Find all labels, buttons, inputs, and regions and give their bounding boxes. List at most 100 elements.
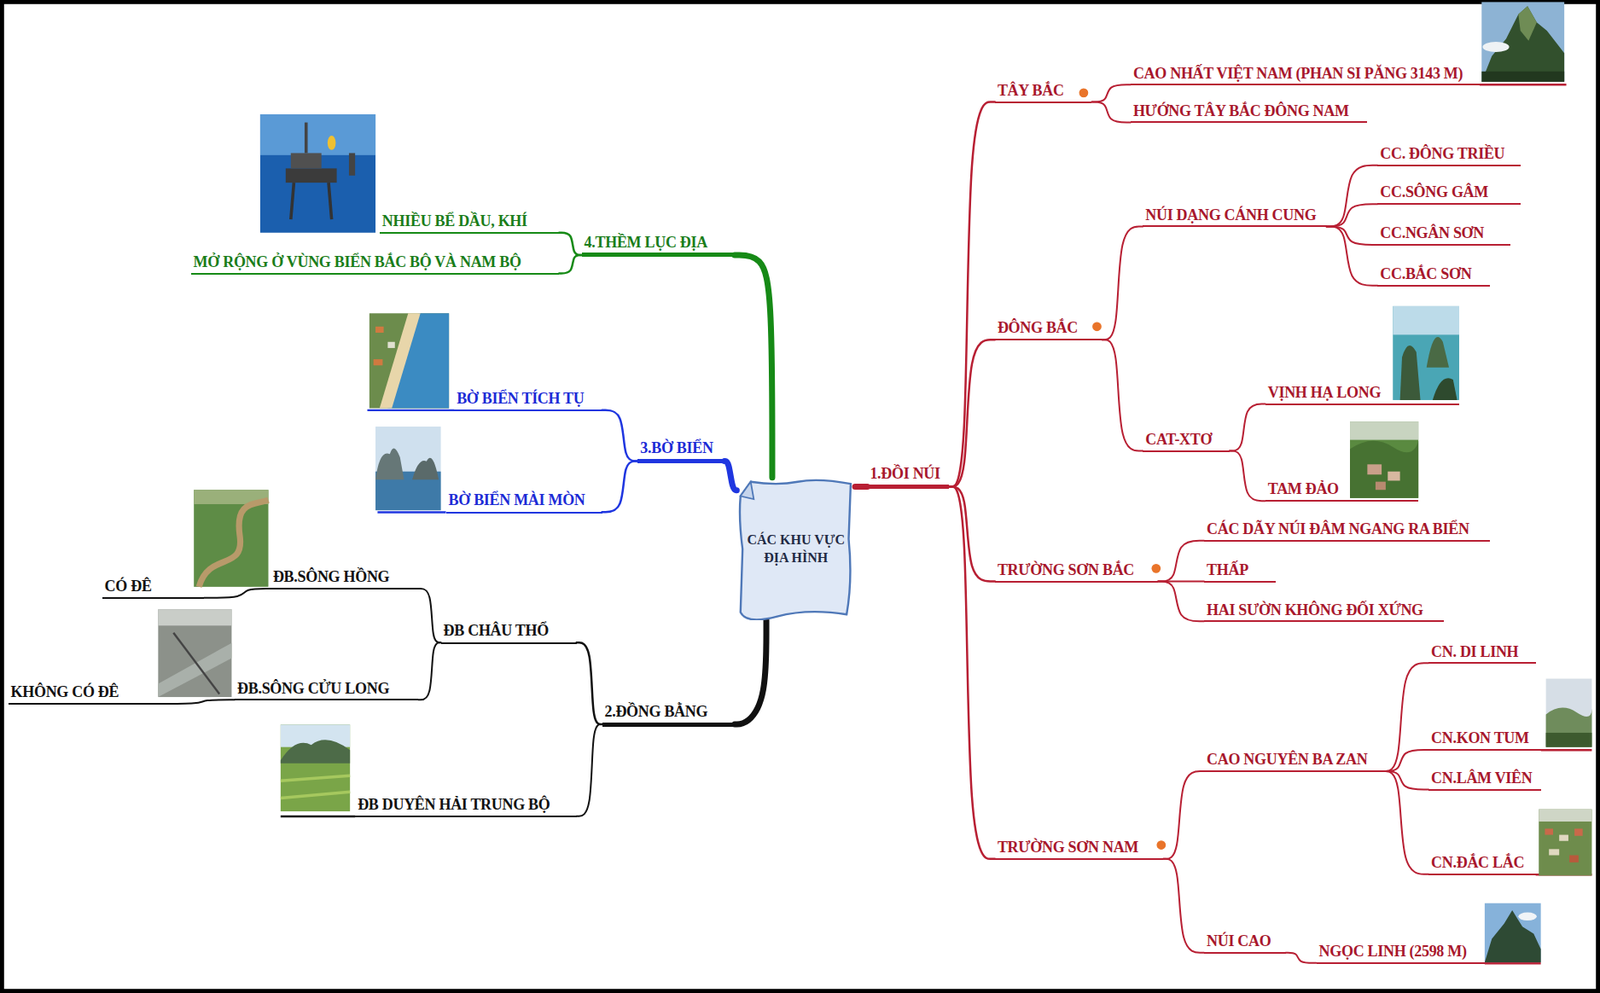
coastal-plain-photo <box>280 739 350 763</box>
topic-node: ĐB.SÔNG CỬU LONG <box>234 680 419 702</box>
topic-text: ĐB.SÔNG CỬU LONG <box>237 680 390 699</box>
topic-node: KHÔNG CÓ ĐÊ <box>8 683 154 705</box>
branch-connector <box>1101 339 1143 451</box>
topic-text: CN.KON TUM <box>1431 729 1530 748</box>
peak-photo <box>1484 903 1542 963</box>
plateau-town-photo <box>1538 809 1592 822</box>
topic-text: 2.ĐỒNG BẰNG <box>605 703 709 722</box>
topic-text: CC.NGÂN SƠN <box>1379 224 1484 243</box>
topic-text: TÂY BẮC <box>997 81 1065 100</box>
rocky-coast-photo <box>375 426 442 511</box>
topic-text: CAO NGUYÊN BA ZAN <box>1206 750 1368 769</box>
branch-connector <box>203 588 271 599</box>
topic-text: CN. DI LINH <box>1431 643 1519 662</box>
topic-node: NÚI DẠNG CÁNH CUNG <box>1142 206 1327 228</box>
topic-node: CÓ ĐÊ <box>102 577 205 600</box>
mountain-photo <box>1482 41 1509 53</box>
hill-town-photo <box>1387 471 1400 482</box>
topic-text: 1.ĐỒI NÚI <box>869 465 940 483</box>
oil-rig-photo <box>328 182 332 220</box>
topic-node: CC. ĐÔNG TRIỀU <box>1377 145 1520 167</box>
topic-node: VỊNH HẠ LONG <box>1265 384 1460 406</box>
topic-text: TRƯỜNG SƠN NAM <box>997 838 1139 857</box>
topic-text: HƯỚNG TÂY BẮC ĐÔNG NAM <box>1133 102 1350 121</box>
topic-node: CC.SÔNG GÂM <box>1377 183 1520 205</box>
bay-photo <box>1392 306 1460 401</box>
branch-marker <box>1151 563 1162 574</box>
topic-node: ĐB DUYÊN HẢI TRUNG BỘ <box>354 796 576 818</box>
topic-node: 3.BỜ BIỂN <box>637 439 725 464</box>
branch-connector <box>602 410 639 462</box>
branch-connector <box>558 255 582 274</box>
bay-photo <box>1432 378 1458 401</box>
topic-text: CC.SÔNG GÂM <box>1379 183 1489 202</box>
topic-node: CN.LÂM VIÊN <box>1428 769 1542 792</box>
branch-connector <box>1101 226 1143 340</box>
branch-connector <box>855 483 867 490</box>
oil-rig-photo <box>349 152 355 175</box>
mountain-photo <box>1518 5 1537 41</box>
topic-node: NGỌC LINH (2598 M) <box>1316 942 1485 965</box>
topic-node: CC.BẮC SƠN <box>1377 265 1490 287</box>
mountain-photo <box>1481 1 1565 82</box>
topic-text: BỜ BIỂN TÍCH TỤ <box>456 389 584 408</box>
plateau-town-photo <box>1569 855 1579 862</box>
branch-connector <box>734 255 773 478</box>
branch-connector <box>1285 953 1317 964</box>
topic-text: CN.ĐẮC LẮC <box>1431 854 1525 873</box>
topic-text: NÚI DẠNG CÁNH CUNG <box>1145 206 1316 225</box>
branch-connector <box>734 620 767 725</box>
river-city-photo <box>173 633 220 695</box>
underline-extension <box>280 84 1593 964</box>
topic-text: CAO NHẤT VIỆT NAM (PHAN SI PĂNG 3143 M) <box>1133 64 1463 83</box>
topic-node: CN.KON TUM <box>1428 729 1542 751</box>
oil-rig-photo <box>260 114 376 233</box>
bay-photo <box>1392 306 1460 335</box>
branch-connector <box>948 339 995 487</box>
topic-text: ĐB CHÂU THỔ <box>443 622 549 640</box>
branch-connector <box>1382 771 1429 791</box>
topic-node: BỜ BIỂN TÍCH TỤ <box>453 389 602 412</box>
topic-text: KHÔNG CÓ ĐÊ <box>11 683 120 702</box>
topic-text: TAM ĐẢO <box>1268 480 1339 499</box>
hill-town-photo <box>1367 464 1382 475</box>
peak-photo <box>1484 910 1542 963</box>
hill-town-photo <box>1349 421 1419 441</box>
topic-text: CAT-XTƠ <box>1145 430 1212 449</box>
coastal-plain-photo <box>280 724 350 812</box>
branch-connector <box>1326 203 1379 227</box>
branch-connector <box>418 642 441 700</box>
oil-rig-photo <box>327 135 337 151</box>
topic-node: CAT-XTƠ <box>1142 430 1230 453</box>
branch-connector <box>1326 165 1379 227</box>
branch-connector <box>1326 226 1379 286</box>
hill-town-photo <box>1349 421 1419 499</box>
underline-extension <box>366 409 454 412</box>
rocky-coast-photo <box>375 448 404 480</box>
branch-marker <box>1156 840 1167 851</box>
topic-text: NGỌC LINH (2598 M) <box>1319 942 1467 961</box>
branch-connector <box>948 486 995 582</box>
branch-connector <box>1382 750 1429 772</box>
branch-connector <box>602 460 639 512</box>
topic-text: VỊNH HẠ LONG <box>1268 384 1381 402</box>
topic-node: ĐÔNG BẮC <box>994 319 1103 341</box>
branch-connector <box>1157 581 1205 623</box>
topic-node: CÁC DÃY NÚI ĐÂM NGANG RA BIỂN <box>1204 520 1490 542</box>
plateau-photo <box>1546 679 1593 748</box>
river-city-photo <box>157 643 232 698</box>
branch-connector <box>1163 859 1205 954</box>
plateau-town-photo <box>1574 828 1583 836</box>
topic-text: ĐB DUYÊN HẢI TRUNG BỘ <box>357 796 550 815</box>
plateau-town-photo <box>1559 835 1569 842</box>
delta-photo <box>198 500 268 588</box>
topic-node: TRƯỜNG SƠN BẮC <box>994 561 1158 583</box>
branch-marker <box>1091 321 1102 332</box>
branch-connector <box>576 642 603 725</box>
topic-node: 4.THỀM LỤC ĐỊA <box>581 233 735 258</box>
branch-connector <box>724 460 737 490</box>
beach-photo <box>379 313 421 408</box>
topic-text: CC.BẮC SƠN <box>1379 265 1472 284</box>
